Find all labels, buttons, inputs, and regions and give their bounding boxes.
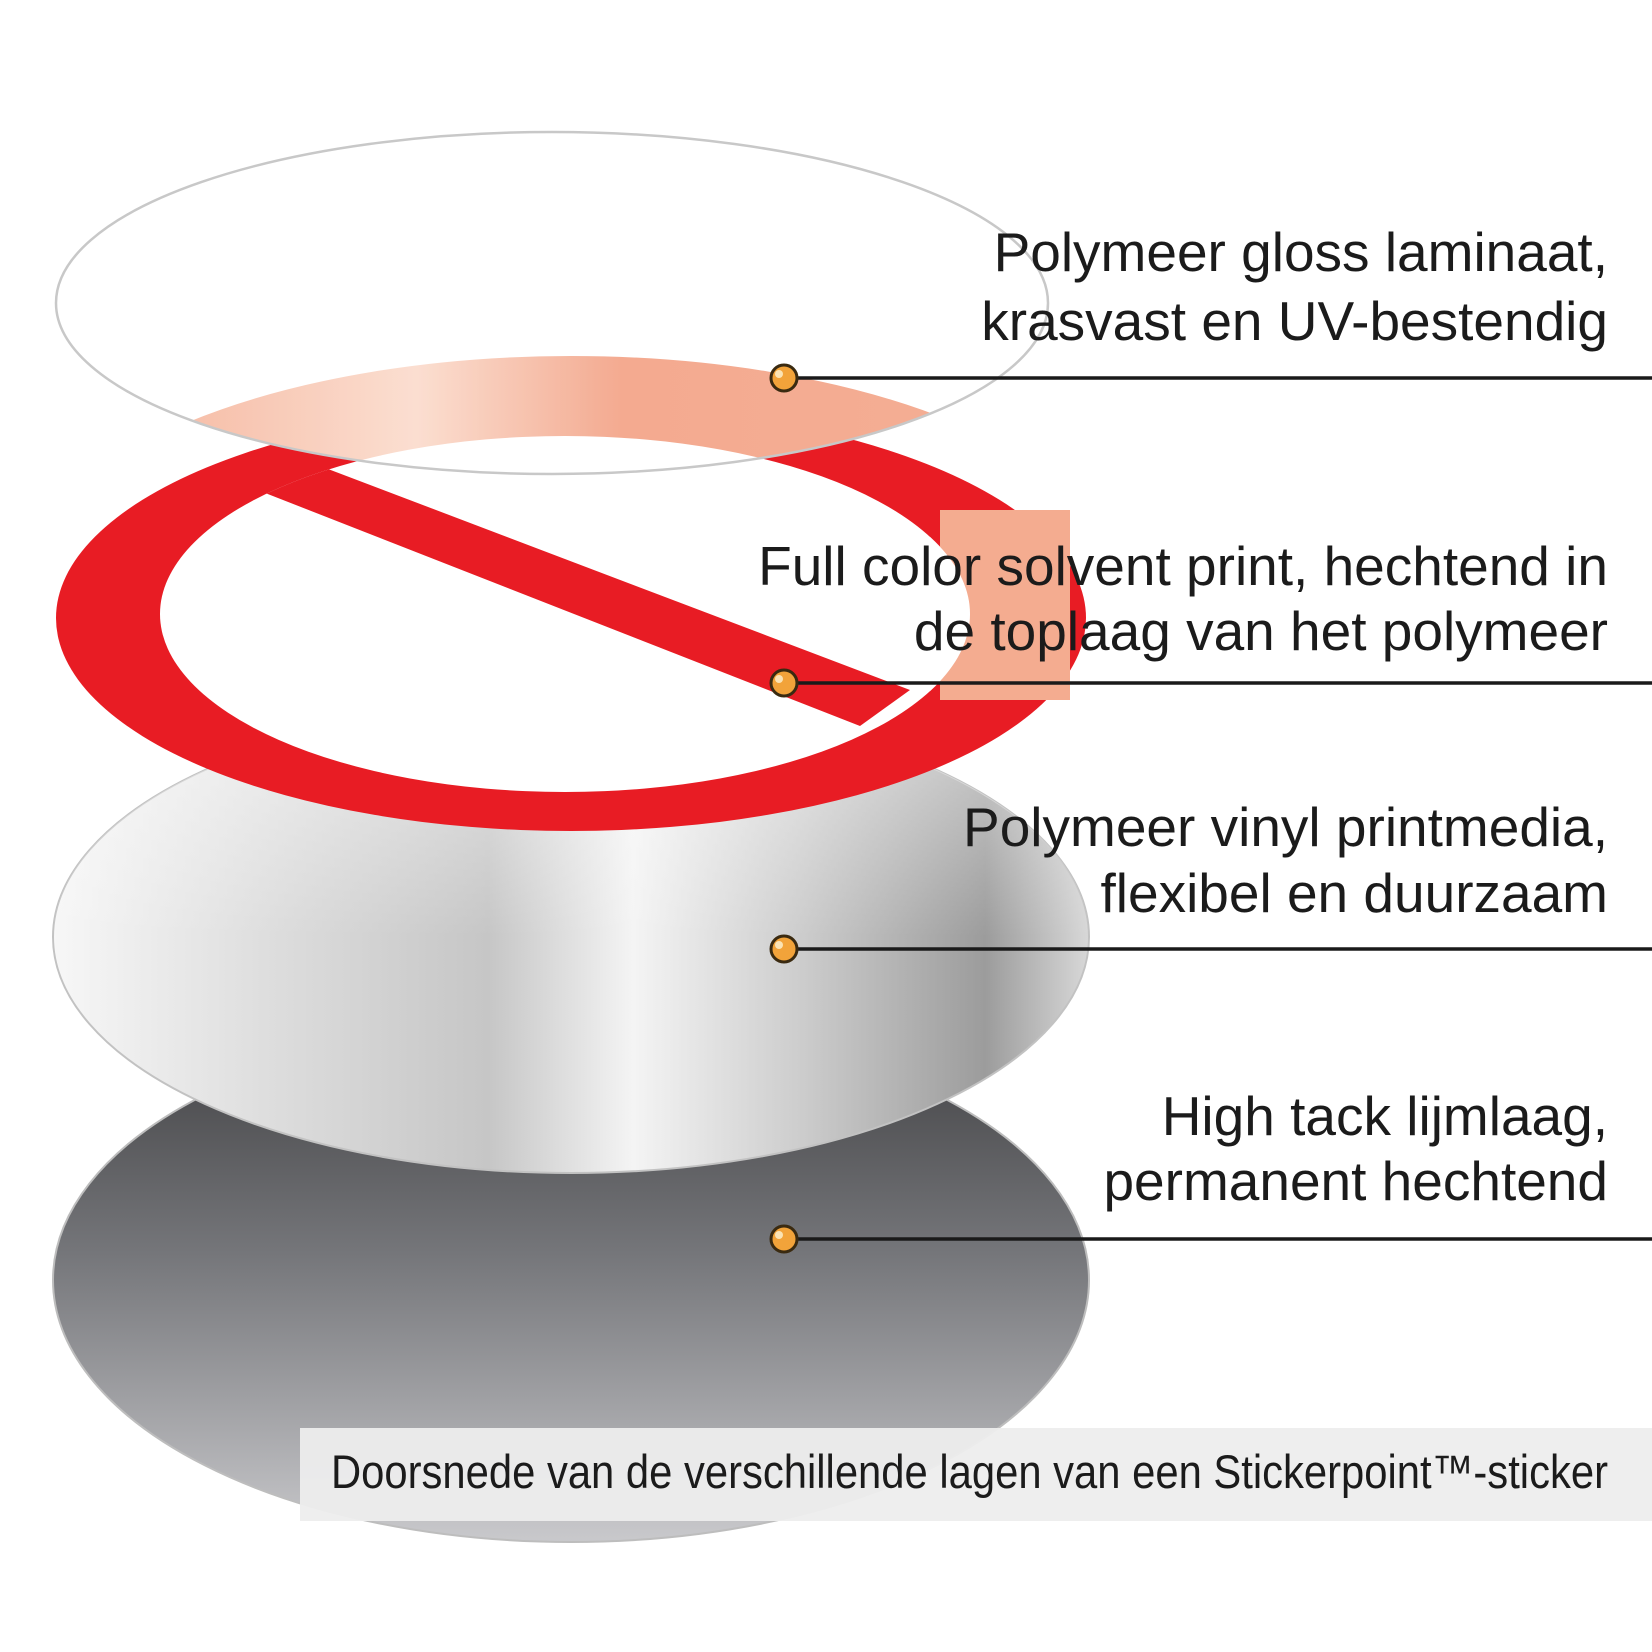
leader-lines	[769, 363, 1652, 1254]
vinyl-layer	[52, 700, 1090, 1174]
laminate-layer	[54, 130, 1050, 476]
layer-labels: Polymeer gloss laminaat, krasvast en UV-…	[758, 221, 1608, 1212]
label-laminate-line-1: Polymeer gloss laminaat,	[994, 221, 1608, 283]
caption-text: Doorsnede van de verschillende lagen van…	[331, 1445, 1608, 1498]
print-layer	[56, 356, 1086, 831]
label-adhesive-line-2: permanent hechtend	[1103, 1150, 1608, 1212]
laminate-disc	[54, 130, 1050, 476]
caption-background	[300, 1428, 1652, 1521]
label-print-line-2: de toplaag van het polymeer	[914, 600, 1608, 662]
label-vinyl-line-1: Polymeer vinyl printmedia,	[963, 796, 1608, 858]
label-print-line-1: Full color solvent print, hechtend in	[758, 535, 1608, 597]
leader-vinyl	[769, 934, 1652, 964]
label-laminate-line-2: krasvast en UV-bestendig	[981, 290, 1608, 352]
marker-print	[769, 668, 799, 698]
leader-laminate	[769, 363, 1652, 393]
marker-vinyl	[769, 934, 799, 964]
label-adhesive-line-1: High tack lijmlaag,	[1162, 1085, 1608, 1147]
caption: Doorsnede van de verschillende lagen van…	[300, 1428, 1652, 1521]
leader-print	[769, 668, 1652, 698]
label-vinyl-line-2: flexibel en duurzaam	[1100, 862, 1608, 924]
marker-laminate	[769, 363, 799, 393]
print-slash	[232, 450, 910, 726]
marker-adhesive	[769, 1224, 799, 1254]
leader-adhesive	[769, 1224, 1652, 1254]
